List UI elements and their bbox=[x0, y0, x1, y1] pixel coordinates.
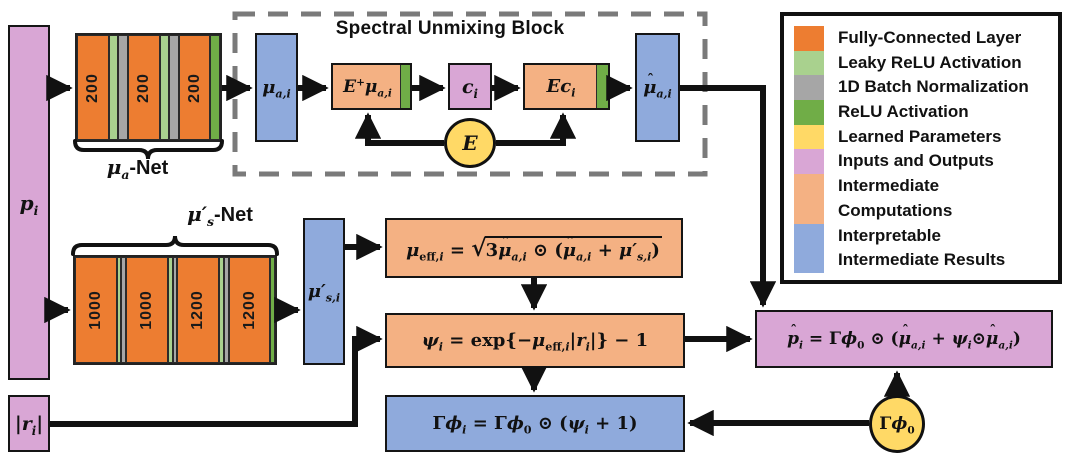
legend-label: Fully-Connected Layer bbox=[838, 28, 1022, 47]
legend-swatch bbox=[794, 50, 824, 76]
layer-stripe bbox=[210, 35, 220, 140]
node-mu-ai: μa,i bbox=[255, 33, 298, 142]
layer-size-label: 1200 bbox=[189, 290, 207, 330]
mu-a-net-label: μa-Net bbox=[106, 155, 169, 182]
mu-s-net-label: μ′s-Net bbox=[187, 202, 253, 229]
formula-gamma-phi-box: Γϕi = Γϕ0 ⊙ (ψi + 1) bbox=[385, 395, 685, 452]
gamma-phi0-circle: Γϕ0 bbox=[869, 395, 925, 453]
legend-label: Inputs and Outputs bbox=[838, 151, 994, 171]
layer-stripe: 1000 bbox=[126, 257, 168, 363]
layer-size-label: 1000 bbox=[137, 290, 155, 330]
legend-swatch bbox=[794, 223, 824, 273]
endmember-matrix-circle: E bbox=[444, 118, 496, 168]
legend-item: 1D Batch Normalization bbox=[794, 75, 1058, 101]
legend-label: Learned Parameters bbox=[838, 126, 1002, 146]
layer-stripe: 1000 bbox=[75, 257, 117, 363]
layer-size-label: 200 bbox=[83, 72, 101, 103]
legend-swatch bbox=[794, 124, 824, 150]
node-mu-s-i-label: μ′s,i bbox=[307, 281, 341, 305]
layer-size-label: 1200 bbox=[240, 290, 258, 330]
legend-item: Leaky ReLU Activation bbox=[794, 50, 1058, 76]
legend-item: Inputs and Outputs bbox=[794, 149, 1058, 175]
relu-activation-strip bbox=[400, 65, 410, 108]
spectral-block-title: Spectral Unmixing Block bbox=[335, 18, 565, 39]
node-mu-s-i: μ′s,i bbox=[303, 218, 345, 365]
layer-stripe: 200 bbox=[178, 35, 211, 140]
formula-psi: ψi = exp{−μeff,i|ri|} − 1 bbox=[421, 330, 649, 354]
legend-item: ReLU Activation bbox=[794, 100, 1058, 125]
legend-item: Learned Parameters bbox=[794, 124, 1058, 150]
formula-gamma-phi: Γϕi = Γϕ0 ⊙ (ψi + 1) bbox=[432, 413, 638, 437]
legend-swatch bbox=[794, 100, 824, 125]
input-r-label: |ri| bbox=[14, 412, 44, 438]
gamma-phi0-label: Γϕ0 bbox=[879, 414, 915, 437]
endmember-matrix-label: E bbox=[462, 131, 478, 155]
legend-swatch bbox=[794, 26, 824, 51]
relu-activation-strip bbox=[596, 65, 608, 108]
legend-label: ReLU Activation bbox=[838, 102, 969, 122]
arrow-mu-hat-to-p-hat bbox=[680, 85, 777, 308]
node-e-plus-mu-label: E+μa,i bbox=[343, 75, 392, 99]
node-e-plus-mu: E+μa,i bbox=[331, 63, 412, 110]
layer-stripe: 200 bbox=[127, 35, 160, 140]
mu-s-net-brace bbox=[71, 235, 279, 256]
arrow-e-to-ec bbox=[496, 112, 577, 146]
legend-swatch bbox=[794, 174, 824, 224]
layer-stripe bbox=[270, 257, 275, 363]
input-p-box: pi bbox=[8, 25, 50, 380]
arrow-e-to-e-plus bbox=[354, 112, 444, 146]
legend-swatch bbox=[794, 149, 824, 175]
layer-stripe: 200 bbox=[77, 35, 109, 140]
layer-stripe bbox=[169, 35, 179, 140]
layer-size-label: 200 bbox=[134, 72, 152, 103]
layer-size-label: 1000 bbox=[86, 290, 104, 330]
formula-psi-box: ψi = exp{−μeff,i|ri|} − 1 bbox=[385, 313, 685, 368]
mu-a-net: 200 200 200 bbox=[75, 33, 222, 142]
legend-label: Leaky ReLU Activation bbox=[838, 52, 1022, 72]
node-mu-ai-label: μa,i bbox=[262, 77, 291, 101]
input-r-magnitude-box: |ri| bbox=[8, 395, 50, 452]
mu-s-net: 1000 1000 1200 1200 bbox=[73, 255, 277, 365]
node-ec-i-label: Eci bbox=[546, 76, 576, 100]
layer-stripe: 1200 bbox=[177, 257, 219, 363]
node-ec-i: Eci bbox=[523, 63, 610, 110]
input-p-label: pi bbox=[19, 190, 39, 218]
node-c-i: ci bbox=[448, 63, 492, 110]
node-c-i-label: ci bbox=[461, 75, 479, 101]
layer-stripe bbox=[108, 35, 119, 140]
layer-size-label: 200 bbox=[185, 72, 203, 103]
layer-stripe: 1200 bbox=[228, 257, 271, 363]
layer-stripe bbox=[118, 35, 128, 140]
legend-item: Fully-Connected Layer bbox=[794, 26, 1058, 51]
layer-stripe bbox=[159, 35, 170, 140]
legend-label: 1D Batch Normalization bbox=[838, 77, 1029, 97]
legend-swatch bbox=[794, 75, 824, 101]
